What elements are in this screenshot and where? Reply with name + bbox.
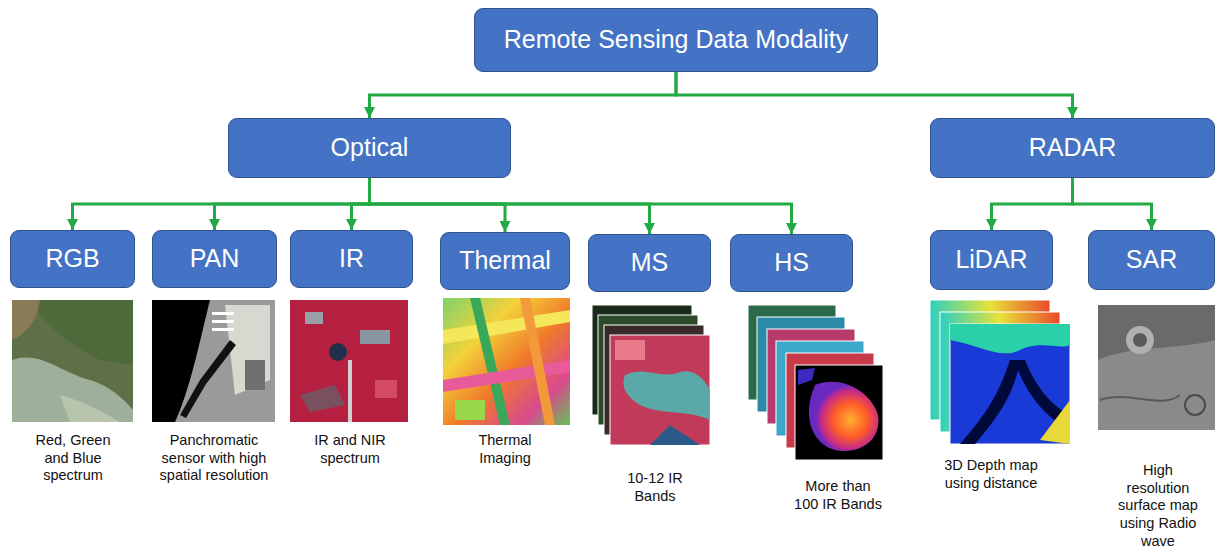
box-label: IR xyxy=(339,245,364,273)
box-label: Remote Sensing Data Modality xyxy=(504,26,849,54)
box-label: SAR xyxy=(1126,246,1177,274)
image-caption: High resolution surface map using Radio … xyxy=(1112,462,1204,550)
box-label: PAN xyxy=(190,245,240,273)
tree-connector xyxy=(215,178,370,230)
box-label: RADAR xyxy=(1029,134,1117,162)
tree-connector xyxy=(370,178,792,234)
sar-image xyxy=(1098,305,1215,430)
image-caption: Panchromatic sensor with high spatial re… xyxy=(158,432,270,485)
category-box: LiDAR xyxy=(930,230,1053,290)
tree-connector xyxy=(676,72,1073,118)
pan-image xyxy=(152,300,275,422)
tree-connector xyxy=(992,178,1073,230)
image-caption: Thermal Imaging xyxy=(455,432,555,467)
category-box: MS xyxy=(588,234,711,292)
tree-connector xyxy=(370,72,677,118)
tree-connector xyxy=(1073,178,1152,230)
category-box: RGB xyxy=(10,230,135,288)
image-caption: 3D Depth map using distance xyxy=(936,457,1046,492)
image-caption: 10-12 IR Bands xyxy=(610,470,700,505)
box-label: LiDAR xyxy=(955,246,1027,274)
category-box: Thermal xyxy=(440,232,570,290)
rgb-image xyxy=(12,300,133,422)
image-caption: IR and NIR spectrum xyxy=(300,432,400,467)
box-label: RGB xyxy=(45,245,99,273)
root-box: Remote Sensing Data Modality xyxy=(474,8,878,72)
image-caption: More than 100 IR Bands xyxy=(793,478,883,513)
ms-image-stack xyxy=(592,305,710,445)
hs-image-stack xyxy=(748,305,883,460)
category-box: RADAR xyxy=(930,118,1215,178)
category-box: IR xyxy=(290,230,413,288)
image-caption: Red, Green and Blue spectrum xyxy=(23,432,123,485)
tree-connector xyxy=(352,178,370,230)
thermal-image xyxy=(443,298,570,425)
category-box: Optical xyxy=(228,118,511,178)
category-box: PAN xyxy=(152,230,277,288)
tree-connector xyxy=(370,178,650,234)
box-label: Thermal xyxy=(459,247,551,275)
category-box: SAR xyxy=(1088,230,1215,290)
box-label: MS xyxy=(631,249,669,277)
tree-connector xyxy=(73,178,370,230)
box-label: HS xyxy=(774,249,809,277)
category-box: HS xyxy=(730,234,853,292)
ir-image xyxy=(290,300,408,422)
lidar-image-stack xyxy=(930,300,1070,444)
box-label: Optical xyxy=(331,134,409,162)
